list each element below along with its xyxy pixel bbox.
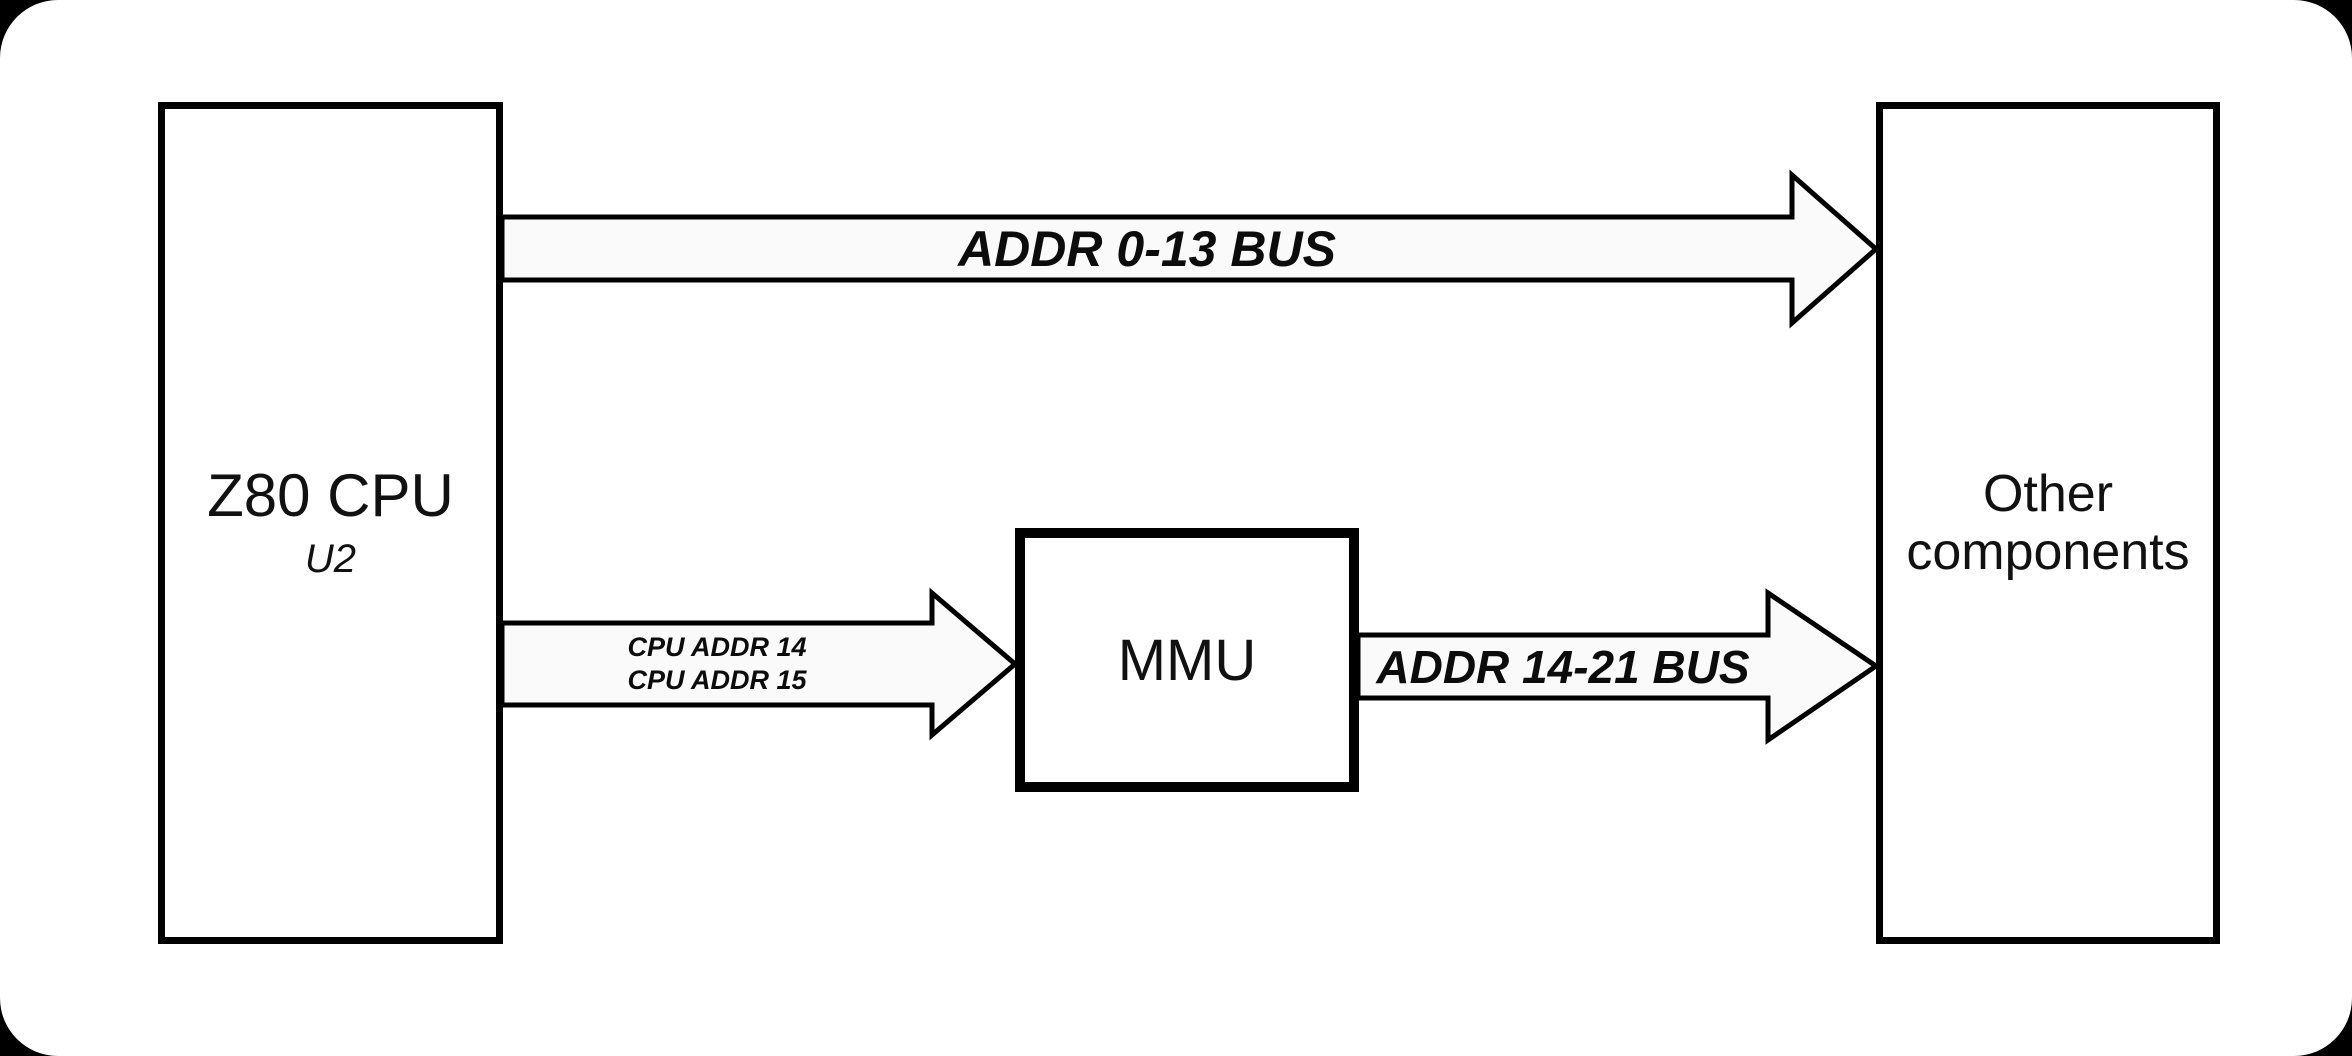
other-components-box-title: Other components bbox=[1906, 464, 2190, 581]
addr-14-21-bus-arrow bbox=[1355, 588, 1881, 745]
mmu-box: MMU bbox=[1015, 528, 1359, 792]
mmu-box-title: MMU bbox=[1117, 627, 1257, 693]
cpu-box-title: Z80 CPU bbox=[207, 462, 454, 529]
cpu-box: Z80 CPU U2 bbox=[158, 102, 503, 944]
other-components-box: Other components bbox=[1876, 102, 2220, 944]
cpu-to-mmu-label: CPU ADDR 14 CPU ADDR 15 bbox=[502, 623, 932, 705]
addr-0-13-bus-arrow bbox=[499, 169, 1880, 329]
cpu-addr-14-label-text: CPU ADDR 14 bbox=[627, 632, 807, 662]
addr-0-13-bus-label: ADDR 0-13 BUS bbox=[502, 217, 1792, 280]
cpu-to-mmu-arrow bbox=[499, 587, 1019, 741]
cpu-box-subtitle: U2 bbox=[304, 537, 357, 581]
addr-14-21-bus-label-text: ADDR 14-21 BUS bbox=[1376, 640, 1750, 693]
addr-14-21-bus-label: ADDR 14-21 BUS bbox=[1358, 635, 1768, 698]
cpu-addr-15-label-text: CPU ADDR 15 bbox=[627, 665, 807, 695]
addr-0-13-bus-label-text: ADDR 0-13 BUS bbox=[958, 220, 1336, 277]
